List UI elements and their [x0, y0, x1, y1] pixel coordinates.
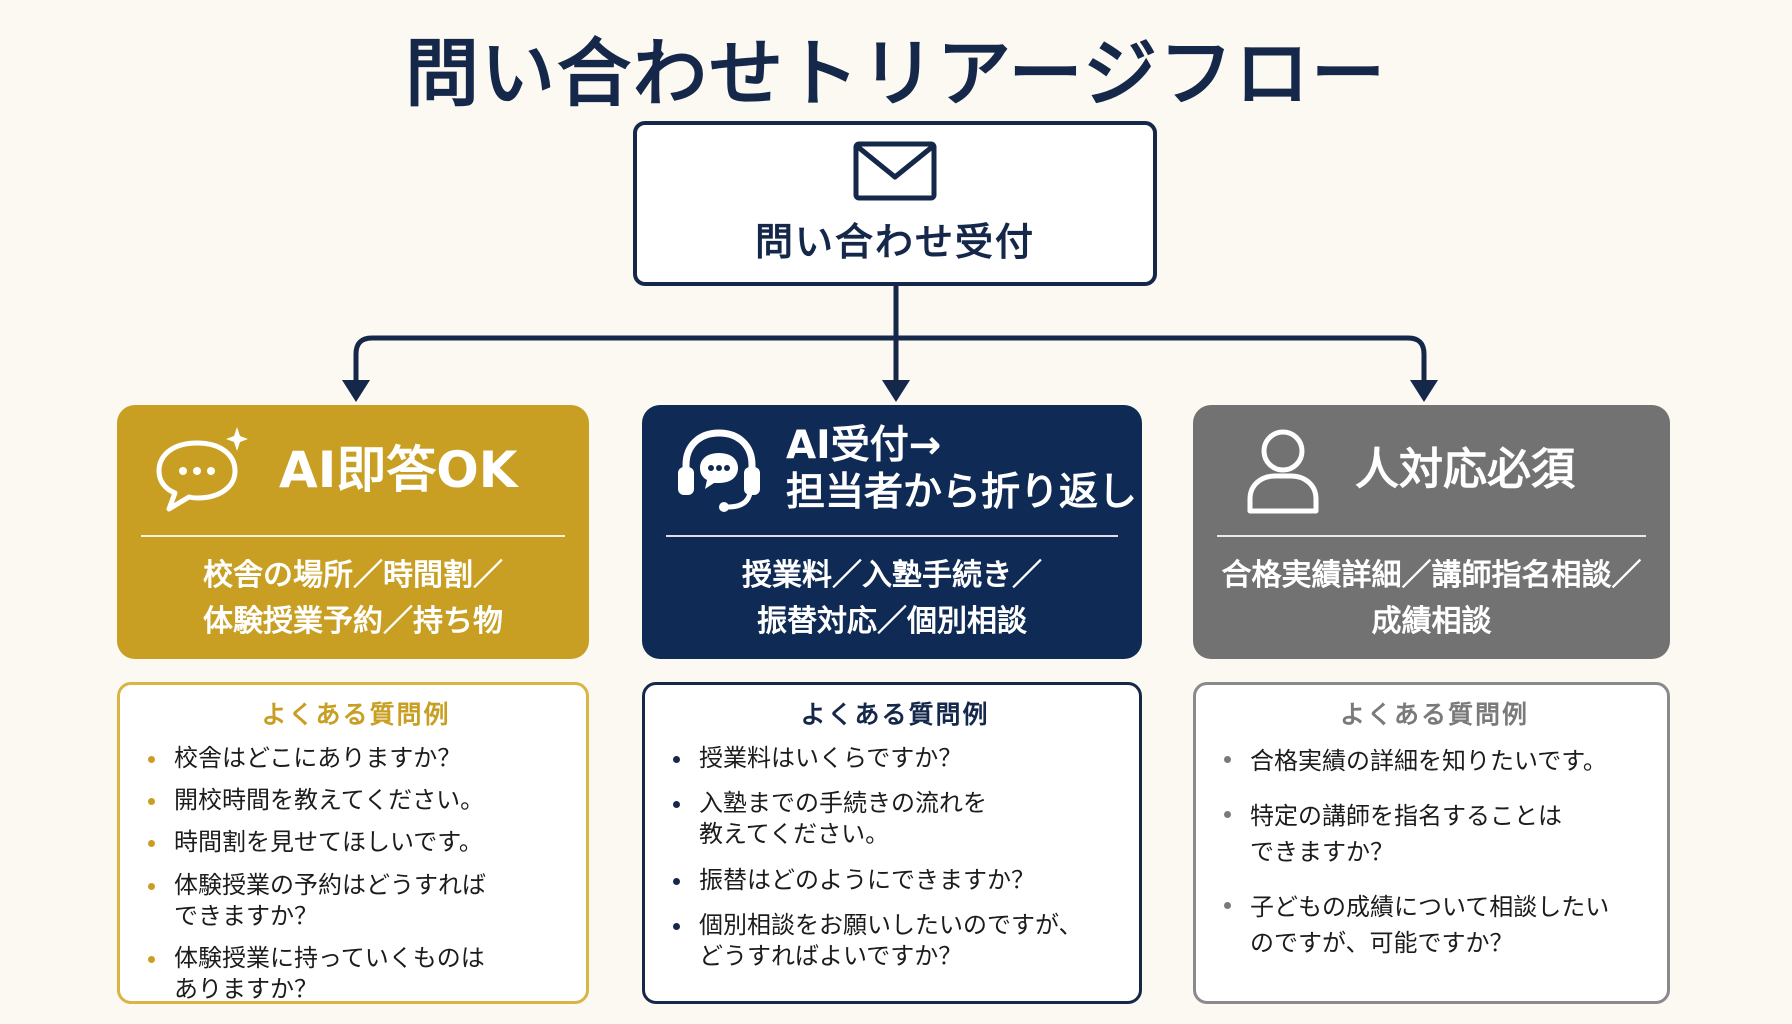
faq-item-line: 体験授業の予約はどうすれば: [174, 870, 486, 899]
card-title-ai-instant: AI即答OK: [279, 440, 518, 500]
faq-box-human-required: よくある質問例 合格実績の詳細を知りたいです。 特定の講師を指名することはできま…: [1193, 682, 1670, 1004]
faq-item-line: 振替はどのようにできますか？: [699, 865, 1035, 894]
faq-list: 校舎はどこにありますか？ 開校時間を教えてください。 時間割を見せてほしいです。…: [146, 743, 566, 1005]
faq-item-line: 授業料はいくらですか？: [699, 744, 963, 772]
headset-icon: [678, 429, 760, 512]
faq-item-line: 個別相談をお願いしたいのですが、: [699, 910, 1083, 939]
envelope-icon: [853, 141, 937, 201]
person-icon: [1247, 429, 1319, 514]
faq-item-line: 入塾までの手続きの流れを: [699, 789, 987, 818]
card-title-line: 人対応必須: [1355, 443, 1575, 495]
faq-item: 個別相談をお願いしたいのですが、どうすればよいですか？: [671, 910, 1119, 972]
page-title: 問い合わせトリアージフロー: [404, 31, 1388, 117]
arrowhead-left: [342, 380, 370, 402]
faq-item: 体験授業の予約はどうすればできますか？: [146, 870, 566, 932]
faq-item: 特定の講師を指名することはできますか？: [1222, 798, 1647, 870]
card-topic-line: 合格実績詳細／講師指名相談／: [1221, 557, 1642, 593]
faq-item-line: できますか？: [174, 901, 318, 930]
card-divider: [666, 535, 1118, 537]
card-topic-line: 成績相談: [1371, 604, 1492, 639]
card-topics: 合格実績詳細／講師指名相談／ 成績相談: [1203, 551, 1660, 647]
card-title-human-required: 人対応必須: [1355, 444, 1575, 497]
faq-item-line: のですが、可能ですか？: [1250, 929, 1514, 957]
faq-list: 授業料はいくらですか？ 入塾までの手続きの流れを教えてください。 振替はどのよう…: [671, 743, 1119, 972]
faq-item: 入塾までの手続きの流れを教えてください。: [671, 788, 1119, 850]
faq-item-line: どうすればよいですか？: [699, 941, 963, 970]
faq-item-line: ありますか？: [174, 975, 318, 1004]
faq-box-ai-instant: よくある質問例 校舎はどこにありますか？ 開校時間を教えてください。 時間割を見…: [117, 682, 589, 1004]
faq-item-line: 合格実績の詳細を知りたいです。: [1250, 747, 1607, 775]
card-divider: [1217, 535, 1646, 537]
card-topic-line: 授業料／入塾手続き／: [742, 557, 1042, 593]
faq-heading: よくある質問例: [800, 700, 990, 729]
faq-item: 振替はどのようにできますか？: [671, 865, 1119, 896]
faq-item-line: 体験授業に持っていくものは: [174, 943, 485, 972]
faq-item: 開校時間を教えてください。: [146, 785, 566, 816]
faq-heading: よくある質問例: [1339, 700, 1529, 729]
card-topic-line: 校舎の場所／時間割／: [203, 557, 503, 593]
card-title-line: AI受付→: [786, 423, 942, 469]
card-topic-line: 体験授業予約／持ち物: [203, 604, 503, 639]
card-topics: 校舎の場所／時間割／ 体験授業予約／持ち物: [127, 551, 579, 647]
card-topic-line: 振替対応／個別相談: [757, 604, 1027, 639]
faq-item-line: 子どもの成績について相談したい: [1250, 893, 1610, 921]
faq-item: 体験授業に持っていくものはありますか？: [146, 943, 566, 1005]
faq-item-line: 時間割を見せてほしいです。: [174, 828, 483, 857]
arrowhead-center: [882, 380, 910, 402]
card-title-ai-callback: AI受付→ 担当者から折り返し: [786, 423, 1137, 517]
faq-box-ai-callback: よくある質問例 授業料はいくらですか？ 入塾までの手続きの流れを教えてください。…: [642, 682, 1142, 1004]
faq-item-line: 特定の講師を指名することは: [1250, 802, 1562, 830]
faq-item-line: 教えてください。: [699, 820, 890, 849]
inquiry-intake-node: 問い合わせ受付: [633, 121, 1157, 286]
card-divider: [141, 535, 565, 537]
card-title-line: 担当者から折り返し: [786, 470, 1138, 515]
card-title-line: AI即答OK: [279, 441, 518, 499]
connector-left: [353, 335, 899, 391]
category-card-human-required: 人対応必須 合格実績詳細／講師指名相談／ 成績相談: [1193, 405, 1670, 659]
arrowhead-right: [1410, 380, 1438, 402]
category-card-ai-callback: AI受付→ 担当者から折り返し 授業料／入塾手続き／ 振替対応／個別相談: [642, 405, 1142, 659]
inquiry-intake-label: 問い合わせ受付: [754, 220, 1035, 264]
faq-list: 合格実績の詳細を知りたいです。 特定の講師を指名することはできますか？ 子どもの…: [1222, 743, 1647, 961]
faq-item: 合格実績の詳細を知りたいです。: [1222, 743, 1647, 779]
faq-heading: よくある質問例: [261, 700, 451, 729]
card-topics: 授業料／入塾手続き／ 振替対応／個別相談: [652, 551, 1132, 647]
faq-item-line: 校舎はどこにありますか？: [174, 744, 462, 772]
faq-item-line: できますか？: [1250, 838, 1394, 866]
category-card-ai-instant: AI即答OK 校舎の場所／時間割／ 体験授業予約／持ち物: [117, 405, 589, 659]
faq-item: 時間割を見せてほしいです。: [146, 827, 566, 858]
chat-bubble-sparkle-icon: [156, 427, 248, 512]
faq-item-line: 開校時間を教えてください。: [174, 786, 485, 815]
faq-item: 授業料はいくらですか？: [671, 743, 1119, 774]
connector-right: [893, 335, 1427, 391]
faq-item: 子どもの成績について相談したいのですが、可能ですか？: [1222, 889, 1647, 961]
faq-item: 校舎はどこにありますか？: [146, 743, 566, 774]
